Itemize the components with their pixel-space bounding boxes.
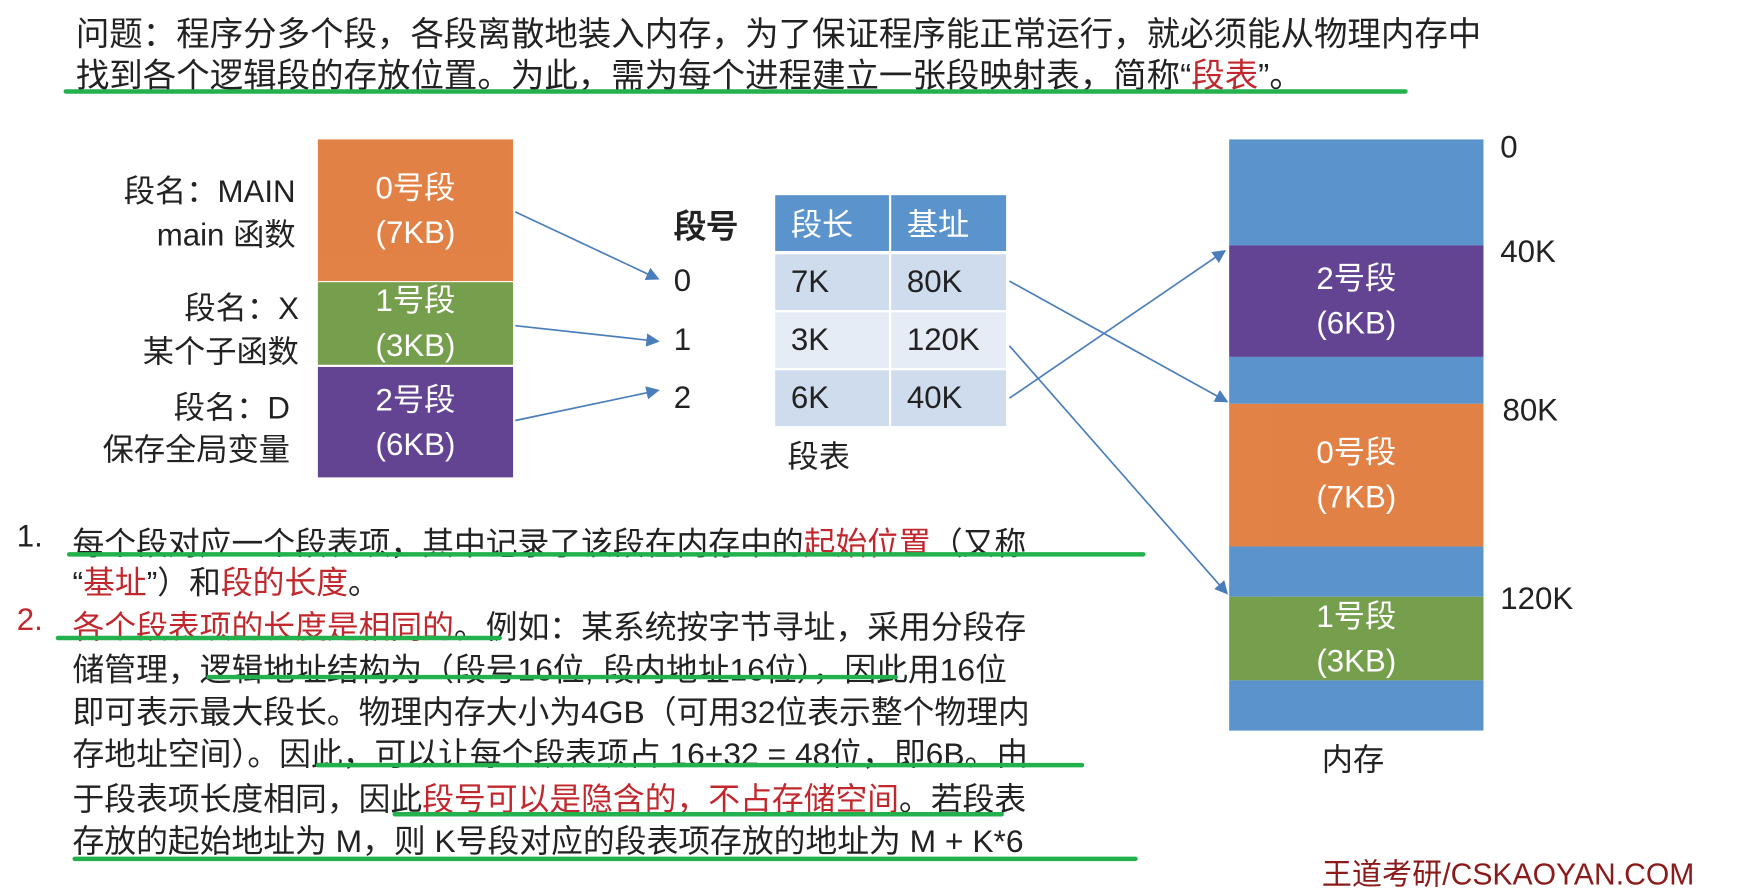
segment-name: 2号段 xyxy=(1316,261,1397,296)
table-cell: 80K xyxy=(891,254,1007,311)
text-segment: 于段表项长度相同，因此 xyxy=(72,781,423,818)
segment-size: (6KB) xyxy=(1316,305,1397,341)
text-segment: ”。 xyxy=(1258,58,1303,95)
arrow xyxy=(1008,250,1227,399)
free-memory xyxy=(1229,356,1484,404)
highlighted-text: 基址 xyxy=(83,565,147,602)
segment-name: 0号段 xyxy=(1316,435,1397,470)
segno: 1 xyxy=(673,322,692,357)
highlighted-text: 段号可以是隐含的，不占存储空间 xyxy=(422,781,900,818)
text-segment: （又称 xyxy=(930,526,1027,563)
column-header: 段长 xyxy=(775,195,889,251)
memory-segment-2: 2号段 (6KB) xyxy=(1229,245,1484,357)
text-line: 各个段表项的长度是相同的。例如：某系统按字节寻址，采用分段存 xyxy=(73,602,1027,648)
list-number: 2. xyxy=(16,602,43,637)
segment-name: 1号段 xyxy=(1316,598,1397,633)
segment-label: 段名：D xyxy=(173,390,291,425)
underline xyxy=(72,856,1138,862)
arrow xyxy=(515,324,660,347)
text-segment: 存地址空间）。因此，可以让每个段表项占 16+32 = 48位，即6B。由 xyxy=(72,737,1029,773)
underline xyxy=(63,89,1408,94)
logical-segment-1: 1号段 (3KB) xyxy=(317,282,514,365)
segno: 0 xyxy=(673,263,692,298)
segment-name: 1号段 xyxy=(375,283,456,318)
text-segment: 找到各个逻辑段的存放位置。为此，需为每个进程建立一张段映射表，简称“ xyxy=(75,58,1192,95)
address-label: 120K xyxy=(1500,581,1574,616)
text-segment: 。 xyxy=(348,565,380,602)
segment-size: (3KB) xyxy=(375,327,456,363)
memory-segment-0: 0号段 (7KB) xyxy=(1229,403,1484,547)
table-cell: 3K xyxy=(775,312,889,369)
address-label: 40K xyxy=(1500,234,1556,269)
text-line: 存地址空间）。因此，可以让每个段表项占 16+32 = 48位，即6B。由 xyxy=(73,729,1029,775)
highlighted-text: 各个段表项的长度是相同的 xyxy=(72,610,454,646)
segment-label: 段名：MAIN xyxy=(123,174,296,209)
list-number: 1. xyxy=(16,518,43,554)
text-segment: 存放的起始地址为 M，则 K号段对应的段表项存放的地址为 M + K*6 xyxy=(72,824,1024,860)
highlighted-text: 段的长度 xyxy=(220,565,349,602)
segment-label: 某个子函数 xyxy=(142,334,299,370)
free-memory xyxy=(1229,680,1484,731)
text-segment: ”）和 xyxy=(146,565,221,602)
text-line: 储管理，逻辑地址结构为（段号16位, 段内地址16位），因此用16位 xyxy=(73,645,1007,691)
underline xyxy=(315,762,1085,768)
text-segment: 即可表示最大段长。物理内存大小为4GB（可用32位表示整个物理内 xyxy=(72,694,1030,731)
table-caption: 段表 xyxy=(787,439,850,475)
watermark: 王道考研/CSKAOYAN.COM xyxy=(1321,857,1695,892)
arrow xyxy=(514,211,660,280)
segment-name: 0号段 xyxy=(375,170,456,205)
table-cell: 120K xyxy=(891,312,1007,369)
text-segment: 问题：程序分多个段，各段离散地装入内存，为了保证程序能正常运行，就必须能从物理内… xyxy=(75,16,1482,54)
segment-label: 段名：X xyxy=(184,291,299,326)
memory-caption: 内存 xyxy=(1321,742,1385,778)
segment-size: (6KB) xyxy=(375,426,456,462)
table-cell: 7K xyxy=(775,254,889,311)
text-segment: 。若段表 xyxy=(899,781,1027,818)
segment-label: 保存全局变量 xyxy=(102,432,291,468)
text-segment: 储管理，逻辑地址结构为（段号16位, 段内地址16位），因此用16位 xyxy=(72,652,1007,689)
segment-name: 2号段 xyxy=(375,382,456,417)
free-memory xyxy=(1229,546,1484,597)
text-line: 于段表项长度相同，因此段号可以是隐含的，不占存储空间。若段表 xyxy=(73,774,1027,820)
underline xyxy=(55,635,502,641)
free-memory xyxy=(1229,139,1484,246)
text-line: “基址”）和段的长度。 xyxy=(73,558,380,604)
highlighted-text: 起始位置 xyxy=(803,526,931,563)
arrow xyxy=(515,386,660,422)
segment-size: (7KB) xyxy=(375,214,456,250)
address-label: 0 xyxy=(1500,129,1518,164)
segno-header: 段号 xyxy=(673,209,739,246)
text-segment: 。例如：某系统按字节寻址，采用分段存 xyxy=(453,610,1027,646)
arrow xyxy=(1009,280,1229,403)
segno: 2 xyxy=(673,380,692,415)
text-line: 即可表示最大段长。物理内存大小为4GB（可用32位表示整个物理内 xyxy=(73,687,1030,733)
text-line: 存放的起始地址为 M，则 K号段对应的段表项存放的地址为 M + K*6 xyxy=(73,816,1024,862)
arrow xyxy=(1008,345,1229,595)
table-cell: 40K xyxy=(891,370,1007,427)
text-line: 问题：程序分多个段，各段离散地装入内存，为了保证程序能正常运行，就必须能从物理内… xyxy=(76,7,1481,56)
segment-size: (7KB) xyxy=(1316,479,1397,515)
underline xyxy=(66,552,1146,557)
column-header: 基址 xyxy=(891,195,1007,251)
memory-segment-1: 1号段 (3KB) xyxy=(1229,596,1484,681)
address-label: 80K xyxy=(1502,392,1559,428)
text-segment: “ xyxy=(72,565,84,602)
underline xyxy=(206,674,898,680)
logical-segment-0: 0号段 (7KB) xyxy=(317,139,514,282)
segment-size: (3KB) xyxy=(1316,643,1397,678)
table-cell: 6K xyxy=(775,370,889,427)
logical-segment-2: 2号段 (6KB) xyxy=(317,366,514,478)
highlighted-text: 段表 xyxy=(1191,58,1259,95)
text-line: 找到各个逻辑段的存放位置。为此，需为每个进程建立一张段映射表，简称“段表”。 xyxy=(76,48,1303,97)
segment-label: main 函数 xyxy=(156,217,296,253)
underline xyxy=(392,812,1004,817)
